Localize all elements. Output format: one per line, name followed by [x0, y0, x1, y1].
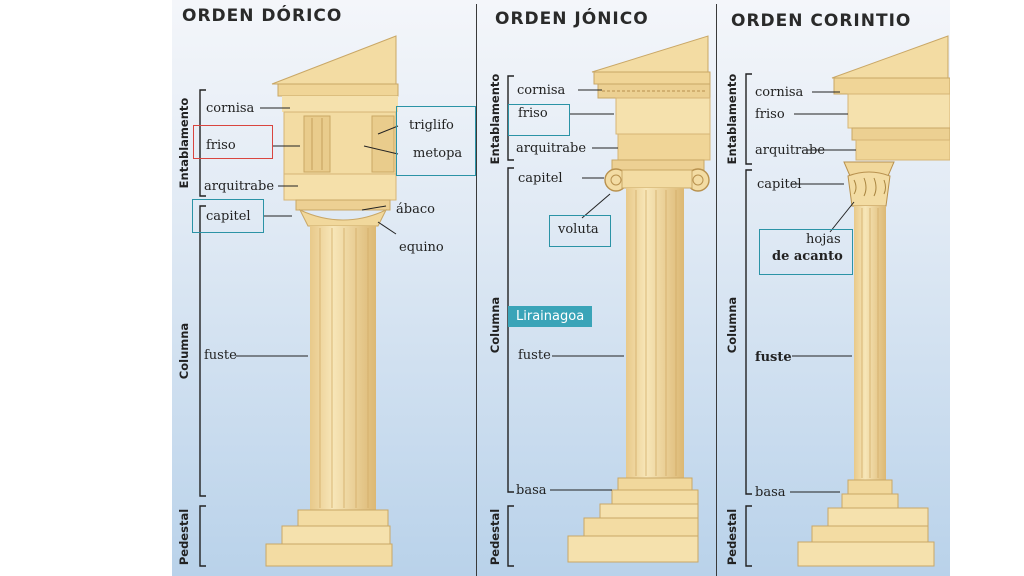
doric-capitel-label: capitel	[206, 209, 251, 224]
ionic-cornisa-label: cornisa	[517, 83, 566, 98]
doric-fuste-label: fuste	[204, 348, 237, 363]
title-corinthian: ORDEN CORINTIO	[731, 11, 912, 31]
ionic-friso-label: friso	[518, 106, 548, 121]
doric-triglifo-metopa-highlight	[396, 106, 476, 176]
doric-metopa-label: metopa	[413, 146, 463, 161]
doric-abaco-label: ábaco	[396, 202, 435, 217]
title-ionic: ORDEN JÓNICO	[495, 9, 649, 29]
ionic-column-label: Columna	[488, 296, 502, 354]
doric-entablature-label: Entablamento	[177, 97, 191, 189]
columns-drawing	[199, 35, 950, 567]
corinthian-column-label: Columna	[725, 296, 739, 354]
corinthian-entablature-label: Entablamento	[725, 73, 739, 165]
ionic-panel-divider	[490, 4, 717, 576]
ionic-fuste-label: fuste	[518, 348, 551, 363]
corinthian-arquitrabe-label: arquitrabe	[755, 143, 826, 158]
corinthian-capitel-label: capitel	[757, 177, 802, 192]
doric-capitel-highlight	[192, 199, 264, 233]
corinthian-cornisa-label: cornisa	[755, 85, 804, 100]
corinthian-basa-label: basa	[755, 485, 786, 500]
ionic-entablature-label: Entablamento	[488, 73, 502, 165]
ionic-arquitrabe-label: arquitrabe	[516, 141, 587, 156]
ionic-column	[567, 35, 711, 563]
corinthian-pedestal-label: Pedestal	[725, 508, 739, 566]
corinthian-hojas-line2: de acanto	[772, 249, 843, 264]
ionic-friso-highlight	[508, 104, 570, 136]
ionic-pedestal-label: Pedestal	[488, 508, 502, 566]
doric-friso-highlight	[193, 125, 273, 159]
corinthian-hojas-highlight	[759, 229, 853, 275]
columns-illustration	[172, 0, 950, 576]
corinthian-column	[797, 35, 950, 567]
lirainagoa-badge: Lirainagoa	[508, 306, 593, 327]
ionic-capitel-label: capitel	[518, 171, 563, 186]
title-doric: ORDEN DÓRICO	[182, 6, 343, 26]
group-brackets	[199, 73, 752, 567]
doric-triglifo-label: triglifo	[409, 118, 454, 133]
doric-arquitrabe-label: arquitrabe	[204, 179, 275, 194]
doric-column-label: Columna	[177, 322, 191, 380]
corinthian-fuste-label: fuste	[755, 350, 792, 365]
corinthian-friso-label: friso	[755, 107, 785, 122]
ionic-voluta-highlight	[549, 215, 611, 247]
doric-column	[265, 35, 399, 567]
leader-lines	[236, 89, 856, 493]
ionic-basa-label: basa	[516, 483, 547, 498]
doric-cornisa-label: cornisa	[206, 101, 255, 116]
doric-equino-label: equino	[399, 240, 444, 255]
ionic-voluta-label: voluta	[558, 222, 599, 237]
doric-friso-label: friso	[206, 138, 236, 153]
doric-panel-divider	[172, 4, 477, 576]
corinthian-hojas-line1: hojas	[806, 232, 841, 247]
doric-pedestal-label: Pedestal	[177, 508, 191, 566]
